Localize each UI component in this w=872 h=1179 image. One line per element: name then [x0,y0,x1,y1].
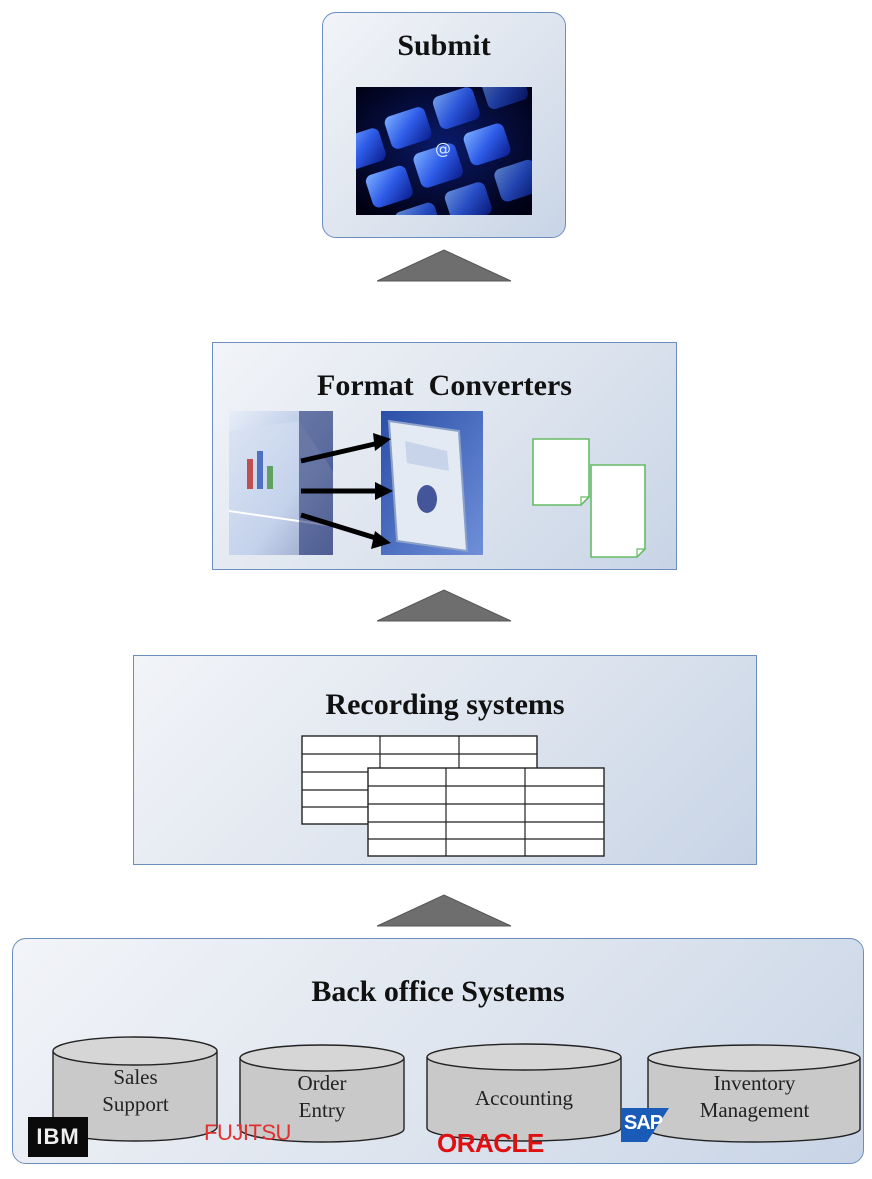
arrow-up-2 [377,589,512,622]
recording-box: Recording systems [133,655,757,865]
oracle-logo: ORACLE [437,1128,544,1158]
document-icons [531,437,655,561]
cylinder-label-sales: Sales Support [102,1065,169,1116]
arrow-up-3 [377,894,512,927]
cylinder-accounting: Accounting [426,1043,622,1143]
cylinder-sales-support: Sales Support [52,1036,219,1142]
cylinder-label-inventory: Inventory Management [699,1071,810,1122]
ibm-logo: IBM [28,1117,88,1157]
fujitsu-logo: FUJITSU [204,1120,291,1145]
backoffice-title: Back office Systems [311,975,565,1008]
cylinder-inventory-management: Inventory Management [647,1044,862,1144]
submit-box: Submit [322,12,566,238]
svg-text:@: @ [435,139,451,158]
recording-title: Recording systems [325,688,565,721]
tables-image [300,734,610,860]
cylinder-label-order: Order Entry [297,1071,347,1122]
converters-title: Format Converters [317,369,572,402]
keyboard-image: @ [356,87,532,215]
converters-box: Format Converters [212,342,677,570]
sap-logo: SAP [621,1108,669,1142]
cylinder-label-accounting: Accounting [475,1086,573,1110]
arrow-up-1 [377,249,512,282]
submit-title: Submit [397,29,491,62]
charts-image [229,411,483,555]
cylinder-order-entry: Order Entry [239,1044,405,1144]
